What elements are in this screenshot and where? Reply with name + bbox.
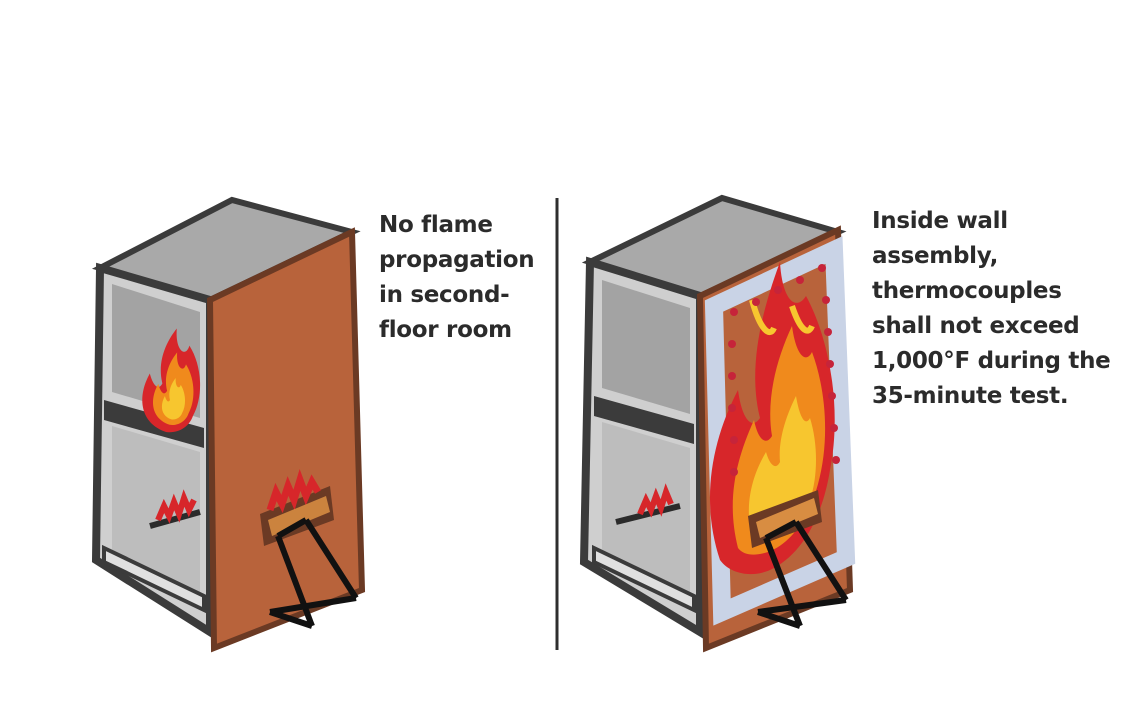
left-panel-caption: No flame propagation in second- floor ro… — [379, 208, 535, 348]
thermocouple-dot — [728, 340, 736, 348]
lower-floor — [592, 544, 696, 614]
caption-line: assembly, — [872, 243, 999, 269]
burner-stand — [757, 519, 849, 629]
caption-line: 1,000°F during the — [872, 348, 1111, 374]
facade-burner — [748, 490, 822, 548]
caption-line: No flame — [379, 212, 493, 238]
caption-line: Inside wall — [872, 208, 1008, 234]
thermocouple-dot — [824, 328, 832, 336]
thermocouple-dot — [774, 286, 782, 294]
thermocouple-dot — [730, 468, 738, 476]
exterior-wall-facade — [206, 227, 366, 653]
thermocouple-dot — [828, 392, 836, 400]
thermocouple-dot — [818, 264, 826, 272]
lower-burner — [149, 489, 201, 529]
caption-line: floor room — [379, 317, 512, 343]
facade-burner — [260, 469, 334, 546]
right-building-model — [579, 194, 856, 653]
burner-stand — [269, 517, 359, 629]
thermocouple-dot — [730, 436, 738, 444]
thermocouple-dot — [796, 276, 804, 284]
caption-line: thermocouples — [872, 278, 1062, 304]
caption-line: propagation — [379, 247, 535, 273]
caption-line: in second- — [379, 282, 510, 308]
thermocouple-dot — [728, 404, 736, 412]
lower-floor — [102, 544, 206, 614]
caption-line: shall not exceed — [872, 313, 1080, 339]
thermocouple-dot — [728, 372, 736, 380]
thermocouple-dot — [822, 296, 830, 304]
right-panel-caption: Inside wall assembly, thermocouples shal… — [872, 204, 1111, 414]
thermocouple-dot — [832, 456, 840, 464]
upper-room-wall — [602, 280, 690, 414]
floor-slab — [594, 396, 694, 444]
thermocouple-dot — [730, 308, 738, 316]
thermocouple-dot — [826, 360, 834, 368]
thermocouple-dot — [752, 298, 760, 306]
thermocouple-dots — [728, 264, 840, 476]
lower-burner — [615, 483, 681, 525]
lower-room-wall — [112, 426, 200, 600]
left-building-model — [91, 196, 366, 653]
thermocouple-dot — [830, 424, 838, 432]
caption-line: 35-minute test. — [872, 383, 1069, 409]
lower-room-wall — [602, 422, 690, 600]
